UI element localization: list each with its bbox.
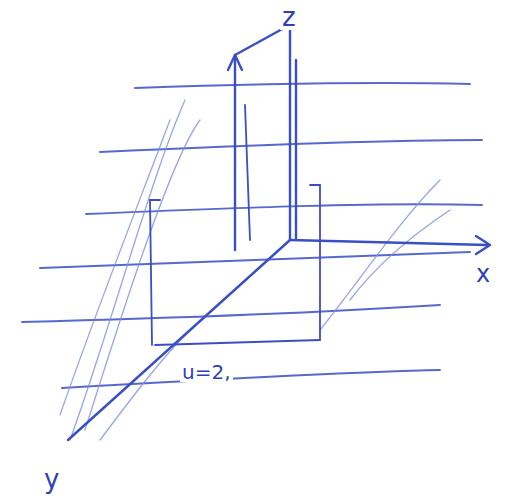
axis-label: z [280,4,298,30]
axis-label: x [474,262,492,286]
axis-label: y [42,466,61,492]
surface-strokes [60,100,450,440]
axes [68,22,490,440]
parameter-label: u=2, [180,362,233,382]
plane-lines [22,83,482,388]
box-lines [150,105,320,345]
